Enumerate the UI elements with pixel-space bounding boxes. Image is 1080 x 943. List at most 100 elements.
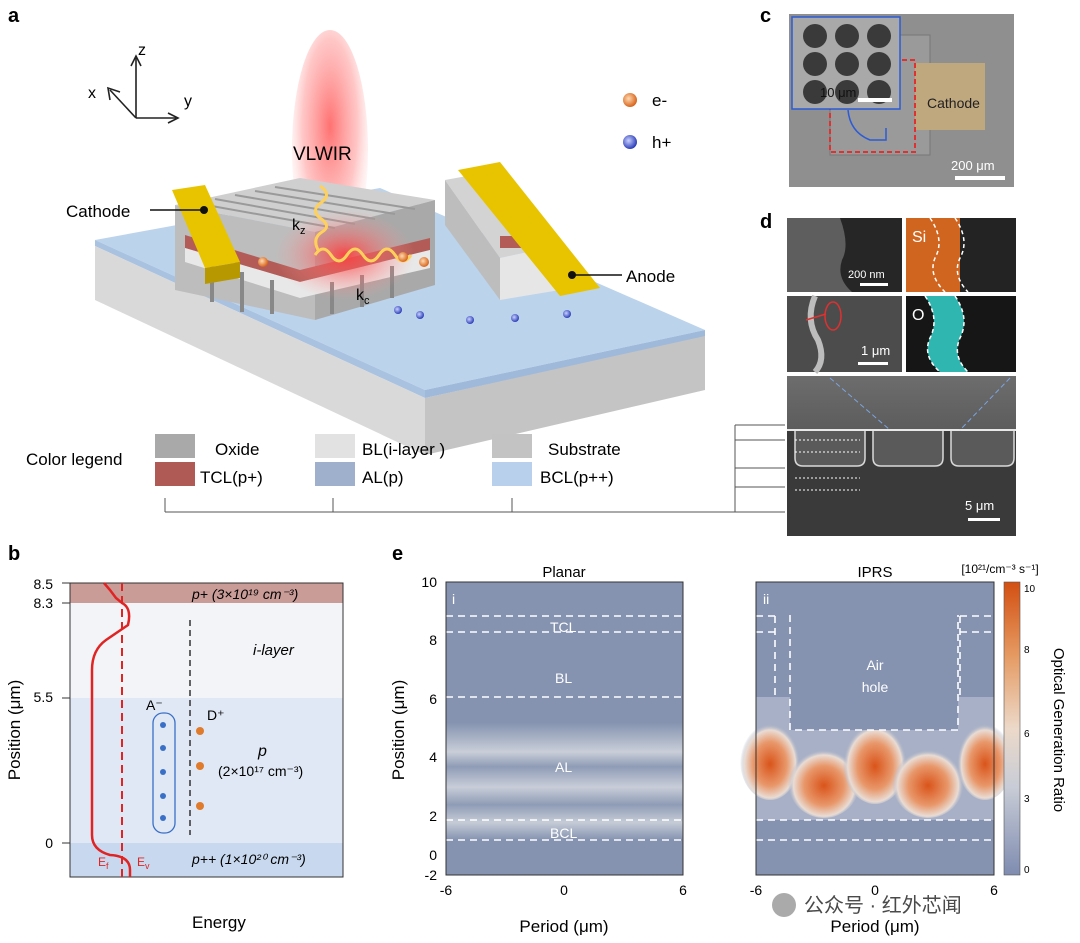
e-ytick-2: 2	[429, 808, 437, 824]
cb-tick-0: 0	[1024, 865, 1030, 876]
anode-label: Anode	[626, 267, 675, 286]
panel-e-label: e	[392, 543, 403, 565]
axes-glyph	[106, 54, 180, 124]
legend-swatch-substrate	[492, 434, 532, 458]
e-hole-line2: hole	[862, 679, 889, 695]
d-scale-5um: 5 μm	[965, 498, 994, 513]
kc-label: kc	[356, 287, 370, 307]
legend-swatch-tcl	[155, 462, 195, 486]
cb-tick-6: 6	[1024, 729, 1030, 740]
d-si-label: Si	[912, 229, 926, 246]
kc-wave	[313, 247, 413, 263]
axis-z-label: z	[138, 42, 146, 59]
watermark: 公众号 · 红外芯闻	[804, 894, 962, 917]
e-ytick-neg2: -2	[425, 867, 438, 883]
b-ylabel: Position (μm)	[5, 680, 24, 780]
sem-tiles	[787, 217, 1016, 536]
b-ytick-0: 0	[45, 835, 53, 851]
anode-electrode	[458, 162, 600, 296]
legend-swatch-oxide	[155, 434, 195, 458]
e-planar-bl: BL	[555, 670, 572, 686]
d-o-label: O	[912, 307, 924, 324]
c-cathode-label: Cathode	[927, 95, 980, 111]
d-scale-1um: 1 μm	[861, 343, 890, 358]
axis-x-label: x	[88, 85, 96, 102]
cb-tick-8: 8	[1024, 645, 1030, 656]
e-hole-line1: Air	[866, 657, 883, 673]
e-ytick-0: 0	[429, 847, 437, 863]
cb-tick-10: 10	[1024, 584, 1036, 595]
e-ylabel: Position (μm)	[389, 680, 408, 780]
e-ytick-6: 6	[429, 691, 437, 707]
kz-label: kz	[292, 217, 306, 237]
e-title-iprs: IPRS	[857, 564, 892, 581]
legend-label-oxide: Oxide	[215, 440, 259, 459]
electron-legend-label: e-	[652, 91, 667, 110]
legend-label-al: AL(p)	[362, 468, 404, 487]
legend-label-substrate: Substrate	[548, 440, 621, 459]
legend-swatch-al	[315, 462, 355, 486]
b-xlabel: Energy	[192, 913, 246, 932]
microscope-image	[789, 14, 1014, 187]
panel-b-label: b	[8, 543, 20, 565]
legend-swatch-bcl	[492, 462, 532, 486]
b-layer-p: p	[257, 743, 267, 760]
cathode-label: Cathode	[66, 202, 130, 221]
planar-map	[445, 581, 684, 876]
electron-legend-icon	[623, 93, 637, 107]
e-ytick-10: 10	[421, 574, 437, 590]
b-ef-label: Ef	[98, 855, 109, 871]
panel-d-label: d	[760, 211, 772, 233]
colorbar	[1003, 581, 1021, 876]
e-xlabel-left: Period (μm)	[519, 917, 608, 936]
panel-c-label: c	[760, 5, 771, 27]
e-right-xtick-neg6: -6	[750, 882, 763, 898]
beam-label: VLWIR	[293, 144, 352, 165]
absorption-glow	[275, 210, 415, 300]
b-ytick-8.5: 8.5	[34, 576, 54, 592]
e-left-xtick-neg6: -6	[440, 882, 453, 898]
c-scale-label: 200 μm	[951, 158, 995, 173]
d-scale-200nm: 200 nm	[848, 269, 885, 281]
band-diagram	[69, 582, 344, 878]
hole-legend-icon	[623, 135, 637, 149]
e-xlabel-right: Period (μm)	[830, 917, 919, 936]
b-layer-i: i-layer	[253, 642, 295, 659]
hole-legend-label: h+	[652, 133, 671, 152]
panel-a-label: a	[8, 5, 20, 27]
e-right-xtick-0: 0	[871, 882, 879, 898]
inset-scale-label: 10 μm	[820, 85, 856, 100]
b-ytick-8.3: 8.3	[34, 595, 54, 611]
e-planar-tcl: TCL	[550, 619, 577, 635]
device-carriers	[258, 252, 571, 324]
b-ytick-5.5: 5.5	[34, 689, 54, 705]
b-layer-top: p+ (3×10¹⁹ cm⁻³)	[191, 586, 298, 602]
e-planar-bcl: BCL	[550, 825, 577, 841]
cb-tick-3: 3	[1024, 794, 1030, 805]
cathode-electrode	[172, 185, 240, 268]
legend-title: Color legend	[26, 450, 122, 469]
axis-y-label: y	[184, 93, 192, 110]
e-title-planar: Planar	[542, 564, 585, 581]
e-idx-i: i	[452, 591, 455, 607]
iprs-map	[740, 581, 1013, 876]
legend-label-bcl: BCL(p++)	[540, 468, 614, 487]
b-layer-bottom: p++ (1×10²⁰ cm⁻³)	[191, 851, 306, 867]
e-left-xtick-6: 6	[679, 882, 687, 898]
b-donor-label: D⁺	[207, 707, 225, 723]
b-ev-label: Ev	[137, 855, 150, 871]
e-planar-al: AL	[555, 759, 572, 775]
e-ytick-4: 4	[429, 749, 437, 765]
kz-wave	[314, 184, 328, 251]
legend-label-tcl: TCL(p+)	[200, 468, 263, 487]
wechat-icon	[772, 893, 796, 917]
e-right-xtick-6: 6	[990, 882, 998, 898]
legend-bracket	[164, 424, 785, 513]
e-ytick-8: 8	[429, 632, 437, 648]
b-acceptor-label: A⁻	[146, 697, 163, 713]
legend-swatch-bl	[315, 434, 355, 458]
colorbar-label: Optical Generation Ratio	[1050, 648, 1067, 812]
b-layer-p-conc: (2×10¹⁷ cm⁻³)	[218, 763, 303, 779]
e-left-xtick-0: 0	[560, 882, 568, 898]
